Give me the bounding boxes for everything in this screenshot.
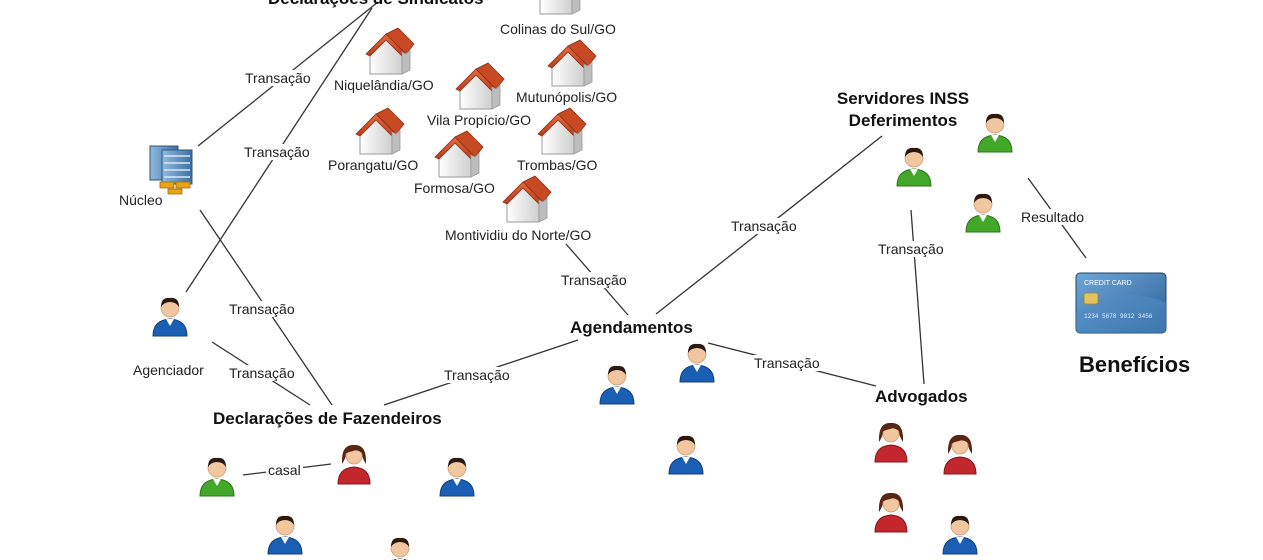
town-label: Montividiu do Norte/GO: [445, 227, 592, 243]
group-title-fazendeiros: Declarações de Fazendeiros: [213, 409, 442, 428]
person-icon: [977, 113, 1013, 153]
group-title-sindicatos: Declarações de Sindicatos: [268, 0, 483, 9]
edge-label-transacao: Transação: [559, 272, 629, 288]
edge-label-resultado: Resultado: [1019, 209, 1087, 225]
town-label: Trombas/GO: [517, 157, 598, 173]
servidores-line-2: Deferimentos: [848, 111, 958, 130]
person-icon: [439, 457, 475, 497]
card-number: 1234 5678 9012 3456: [1084, 313, 1153, 320]
town-label: Colinas do Sul/GO: [500, 21, 616, 37]
person-icon: [152, 297, 188, 337]
edge-label-transacao: Transação: [442, 367, 512, 383]
town-label: Mutunópolis/GO: [516, 89, 618, 105]
person-icon: [679, 343, 715, 383]
servidores-line-1: Servidores INSS: [836, 89, 970, 108]
person-icon: [942, 515, 978, 555]
house-icon: [434, 130, 484, 178]
person-icon: [965, 193, 1001, 233]
group-title-advogados: Advogados: [875, 387, 968, 406]
house-icon: [537, 107, 587, 155]
town-label: Porangatu/GO: [328, 157, 419, 173]
edge-label-transacao: Transação: [227, 365, 297, 381]
town-label: Vila Propício/GO: [427, 112, 532, 128]
person-icon: [267, 515, 303, 555]
person-icon: [874, 492, 908, 533]
node-label-agenciador: Agenciador: [133, 362, 204, 378]
person-icon: [599, 365, 635, 405]
group-title-servidores: Servidores INSS Deferimentos: [828, 89, 978, 131]
person-icon: [668, 435, 704, 475]
server-icon: [149, 145, 193, 195]
house-icon: [535, 0, 585, 15]
credit-card-icon: CREDIT CARD 1234 5678 9012 3456: [1075, 272, 1167, 334]
house-icon: [502, 175, 552, 223]
edge-label-transacao: Transação: [876, 241, 946, 257]
house-icon: [455, 62, 505, 110]
edge-label-transacao: Transação: [242, 144, 312, 160]
town-label: Niquelândia/GO: [334, 77, 434, 93]
house-icon: [355, 107, 405, 155]
person-icon: [382, 537, 418, 560]
house-icon: [547, 39, 597, 87]
group-title-agendamentos: Agendamentos: [570, 318, 693, 337]
group-title-beneficios: Benefícios: [1079, 352, 1191, 377]
person-icon: [943, 434, 977, 475]
person-icon: [874, 422, 908, 463]
card-label: CREDIT CARD: [1084, 280, 1132, 287]
house-icon: [365, 27, 415, 75]
person-icon: [337, 444, 371, 485]
edge-label-transacao: Transação: [752, 355, 822, 371]
town-label: Formosa/GO: [414, 180, 495, 196]
edge-label-transacao: Transação: [243, 70, 313, 86]
edge-label-casal: casal: [266, 462, 303, 478]
edge-label-transacao: Transação: [227, 301, 297, 317]
person-icon: [896, 147, 932, 187]
edge-servidores-advogados: [910, 209, 925, 385]
node-label-nucleo: Núcleo: [119, 192, 163, 208]
person-icon: [199, 457, 235, 497]
edge-label-transacao: Transação: [729, 218, 799, 234]
